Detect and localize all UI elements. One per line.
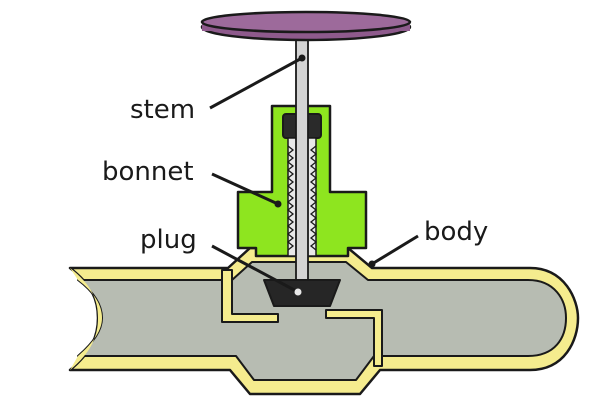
body-dot xyxy=(368,260,376,268)
flow-passage xyxy=(70,261,567,381)
bonnet-leader xyxy=(211,172,279,206)
plug-dot xyxy=(294,288,302,296)
stem-leader xyxy=(209,56,303,110)
leader-lines xyxy=(209,54,419,296)
plug-leader xyxy=(211,244,299,294)
valve-seat xyxy=(221,269,383,367)
label-stem: stem xyxy=(130,95,195,125)
bonnet-dot xyxy=(274,200,282,208)
valve-stem xyxy=(295,35,309,283)
stem-dot xyxy=(298,54,306,62)
label-bonnet: bonnet xyxy=(102,157,194,187)
handwheel xyxy=(200,10,412,42)
label-body: body xyxy=(424,217,488,247)
body-leader xyxy=(371,234,419,266)
label-plug: plug xyxy=(140,225,197,255)
valve-plug xyxy=(263,279,341,307)
